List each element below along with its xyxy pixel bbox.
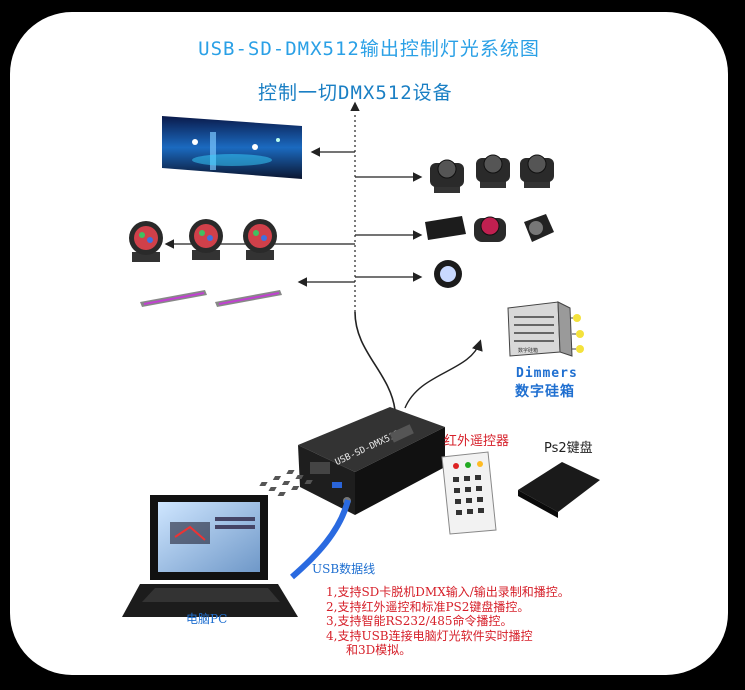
laptop-pc	[122, 495, 298, 617]
feature-item: 4,支持USB连接电脑灯光软件实时播控	[326, 628, 533, 643]
feature-item: 2,支持红外遥控和标准PS2键盘播控。	[326, 599, 530, 614]
moving-head-lights-row	[430, 154, 554, 193]
dimmer-cabinet: 数字硅箱	[507, 301, 584, 357]
ir-remote-label: 红外遥控器	[444, 434, 510, 449]
dimmer-panel-text: 数字硅箱	[518, 347, 538, 354]
ir-remote	[441, 451, 497, 535]
usb-cable	[290, 499, 351, 580]
led-bar-lights	[140, 290, 282, 307]
led-wash-lights-row	[129, 219, 277, 262]
stage-led-screen-image	[162, 116, 302, 179]
dimmers-label-cn: 数字硅箱	[515, 384, 575, 400]
feature-list: 1,支持SD卡脱机DMX输入/输出录制和播控。 2,支持红外遥控和标准PS2键盘…	[326, 585, 570, 658]
page-subtitle: 控制一切DMX512设备	[258, 82, 453, 104]
dimmers-label-en: Dimmers	[516, 366, 578, 381]
page-title: USB-SD-DMX512输出控制灯光系统图	[198, 38, 540, 60]
pc-label: 电脑PC	[186, 612, 228, 626]
diagram-graphics: 数字硅箱 USB-SD-DMX512	[122, 101, 600, 617]
diagram-card: 数字硅箱 USB-SD-DMX512	[10, 12, 728, 675]
ps2-keypad-label: Ps2键盘	[544, 441, 593, 456]
usb-sd-dmx512-controller: USB-SD-DMX512	[298, 407, 445, 515]
feature-item: 3,支持智能RS232/485命令播控。	[326, 614, 513, 628]
feature-item: 1,支持SD卡脱机DMX输入/输出录制和播控。	[326, 585, 570, 599]
feature-item: 和3D模拟。	[346, 643, 412, 657]
par-can-light	[434, 260, 462, 288]
usb-cable-label: USB数据线	[312, 562, 376, 576]
mixed-fixtures-row	[425, 214, 554, 242]
ps2-keypad	[259, 462, 600, 518]
